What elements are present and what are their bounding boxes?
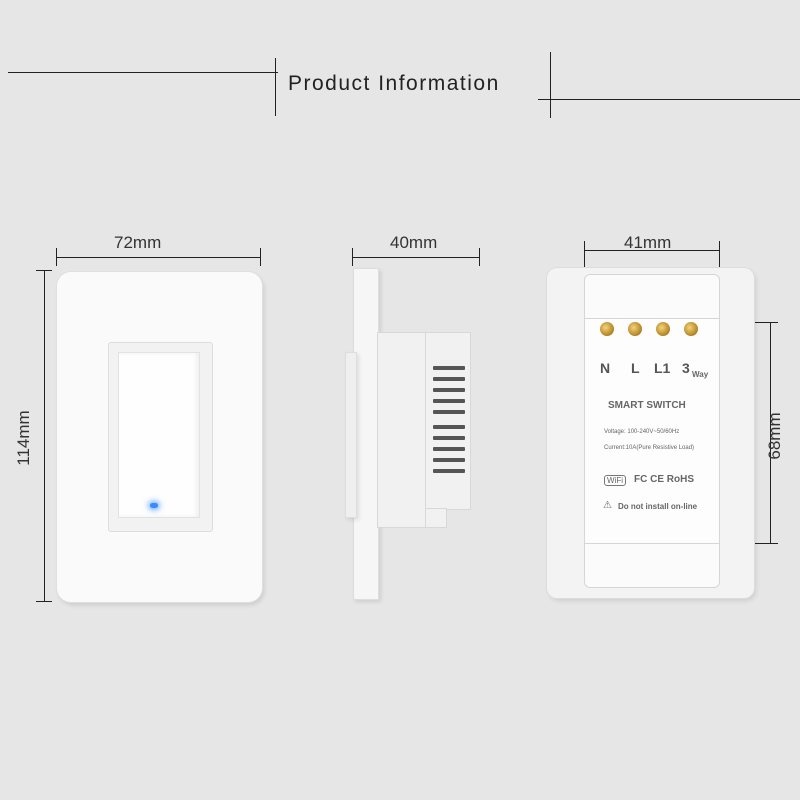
module-voltage: Voltage: 100-240V~50/60Hz	[604, 429, 680, 435]
page-title: Product Information	[288, 72, 500, 95]
rocker-switch[interactable]	[118, 352, 200, 518]
side-depth-tick-left	[352, 248, 353, 266]
back-width-line	[584, 250, 720, 251]
side-depth-label: 40mm	[390, 233, 438, 252]
module-heading: SMART SWITCH	[608, 400, 686, 411]
vent-fin	[433, 458, 465, 462]
header-line-left	[8, 72, 278, 73]
back-height-label: 68mm	[765, 412, 784, 460]
back-width-label: 41mm	[624, 233, 672, 252]
terminal-label-l: L	[631, 360, 640, 376]
front-height-tick-top	[36, 270, 52, 271]
terminal-label-n: N	[600, 360, 611, 376]
vent-fin	[433, 377, 465, 381]
front-width-label: 72mm	[114, 233, 162, 252]
side-depth-tick-right	[479, 248, 480, 266]
side-housing-front	[377, 332, 427, 528]
module-certs: FC CE RoHS	[634, 474, 694, 485]
back-module-box	[584, 318, 720, 544]
wifi-icon: WiFi	[604, 475, 626, 486]
vent-fin	[433, 469, 465, 473]
vent-fin	[433, 447, 465, 451]
terminal-screw	[684, 322, 698, 336]
front-width-tick-right	[260, 248, 261, 266]
warning-icon: ⚠	[603, 500, 612, 511]
module-warning: Do not install on-line	[618, 502, 698, 511]
side-rocker-edge	[345, 352, 357, 518]
terminal-label-l1: L1	[654, 360, 671, 376]
terminal-label-way: Way	[692, 370, 709, 379]
terminal-screw	[600, 322, 614, 336]
front-height-tick-bottom	[36, 601, 52, 602]
front-height-line	[44, 270, 45, 602]
vent-fin	[433, 436, 465, 440]
back-mount-tab-top	[584, 274, 720, 324]
back-height-line	[770, 322, 771, 544]
status-led	[150, 503, 158, 508]
header-tick-right	[550, 52, 551, 118]
back-mount-tab-bottom	[584, 540, 720, 588]
vent-fin	[433, 388, 465, 392]
vent-fin	[433, 410, 465, 414]
module-current: Current:10A(Pure Resistive Load)	[604, 445, 695, 451]
front-width-tick-left	[56, 248, 57, 266]
terminal-screw	[656, 322, 670, 336]
header-tick-left	[275, 58, 276, 116]
vent-fin	[433, 399, 465, 403]
front-height-label: 114mm	[14, 410, 33, 466]
side-depth-line	[352, 257, 480, 258]
vent-fin	[433, 425, 465, 429]
terminal-label-3: 3	[682, 360, 690, 376]
front-width-line	[56, 257, 261, 258]
side-wall-plate	[353, 268, 379, 600]
header-line-right	[538, 99, 800, 100]
side-housing-clip	[425, 508, 447, 528]
side-housing-rear	[425, 332, 471, 510]
vent-fin	[433, 366, 465, 370]
terminal-screw	[628, 322, 642, 336]
